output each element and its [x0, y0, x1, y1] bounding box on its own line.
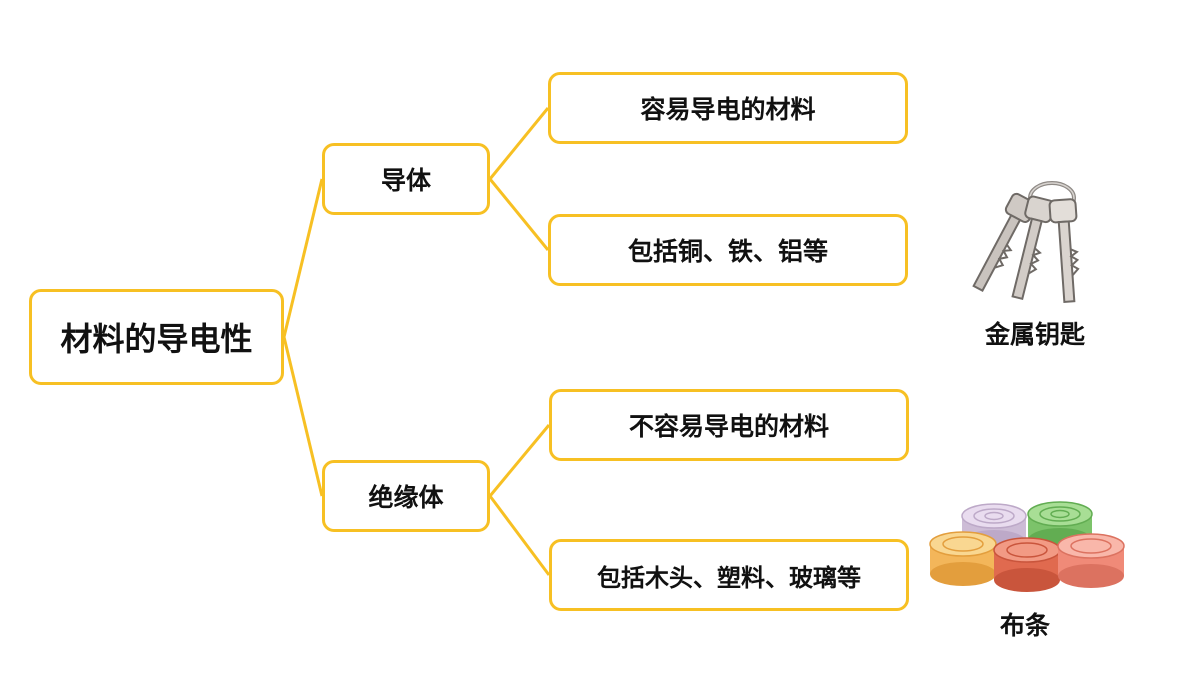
connector-conductor-def: [488, 107, 550, 180]
connector-conductor-ex: [488, 178, 550, 251]
conductor-definition-text: 容易导电的材料: [640, 95, 816, 124]
connector-root-conductor: [282, 178, 324, 338]
root-node-title: 材料的导电性: [29, 289, 284, 385]
branch-node-insulator: 绝缘体: [322, 460, 490, 532]
metal-keys-icon: [972, 181, 1080, 303]
root-label: 材料的导电性: [60, 320, 253, 358]
insulator-examples-text: 包括木头、塑料、玻璃等: [597, 562, 861, 592]
insulator-definition-node: 不容易导电的材料: [549, 389, 909, 461]
conductor-label: 导体: [380, 166, 431, 195]
keys-caption: 金属钥匙: [984, 320, 1085, 349]
conductor-examples-text: 包括铜、铁、铝等: [627, 237, 828, 266]
connector-insulator-def: [488, 424, 551, 497]
cloth-rolls-icon: [929, 501, 1125, 592]
connector-insulator-ex: [488, 495, 551, 576]
insulator-definition-text: 不容易导电的材料: [628, 412, 829, 441]
cloth-caption: 布条: [999, 611, 1050, 640]
conductor-definition-node: 容易导电的材料: [548, 72, 908, 144]
conductor-examples-node: 包括铜、铁、铝等: [548, 214, 908, 286]
connector-root-insulator: [282, 336, 324, 497]
branch-node-conductor: 导体: [322, 143, 490, 215]
insulator-label: 绝缘体: [368, 483, 444, 512]
insulator-examples-node: 包括木头、塑料、玻璃等: [549, 539, 909, 611]
